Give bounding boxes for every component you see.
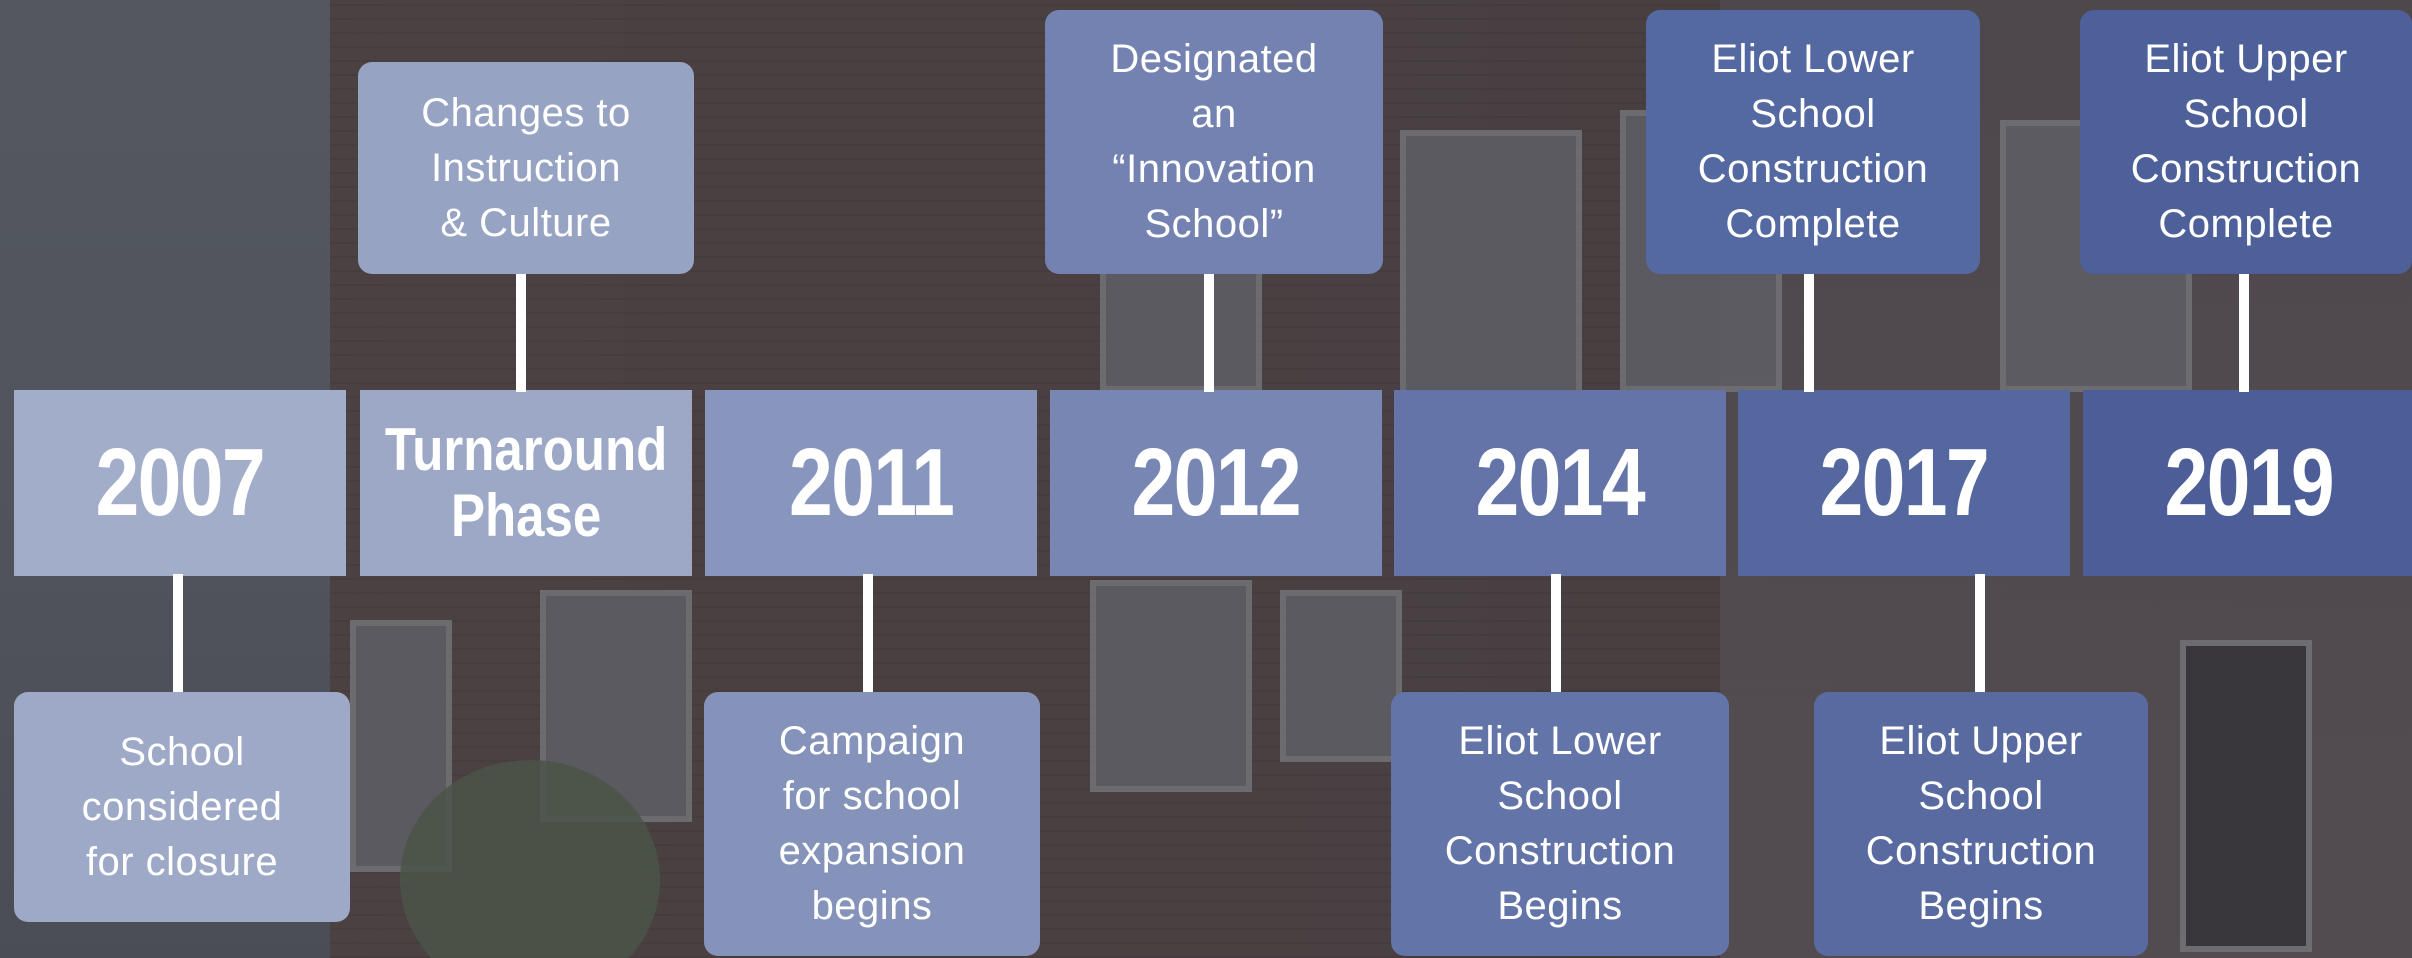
- timeline-phase-cell: Turnaround Phase: [360, 390, 692, 576]
- building-window: [1280, 590, 1402, 762]
- connector-line: [1551, 574, 1561, 696]
- year-label: 2012: [1131, 429, 1302, 536]
- timeline-year-cell: 2012: [1050, 390, 1382, 576]
- connector-line: [863, 574, 873, 696]
- milestone-box-above: Designated an “Innovation School”: [1045, 10, 1383, 274]
- phase-label: Turnaround Phase: [384, 416, 668, 549]
- connector-line: [1204, 272, 1214, 392]
- milestone-box-below: Campaign for school expansion begins: [704, 692, 1040, 956]
- building-window: [1090, 580, 1252, 792]
- timeline-year-cell: 2011: [705, 390, 1037, 576]
- connector-line: [1804, 272, 1814, 392]
- year-label: 2019: [2164, 429, 2335, 536]
- milestone-box-below: School considered for closure: [14, 692, 350, 922]
- tree-foliage: [400, 760, 660, 958]
- year-label: 2017: [1819, 429, 1990, 536]
- milestone-box-above: Eliot Lower School Construction Complete: [1646, 10, 1980, 274]
- building-doorway: [2180, 640, 2312, 952]
- connector-line: [2239, 272, 2249, 392]
- connector-line: [173, 574, 183, 696]
- connector-line: [1975, 574, 1985, 696]
- connector-line: [516, 272, 526, 392]
- timeline-year-cell: 2019: [2083, 390, 2412, 576]
- timeline-year-cell: 2007: [14, 390, 346, 576]
- year-label: 2014: [1475, 429, 1646, 536]
- milestone-box-below: Eliot Upper School Construction Begins: [1814, 692, 2148, 956]
- milestone-box-above: Changes to Instruction & Culture: [358, 62, 694, 274]
- year-label: 2007: [95, 429, 266, 536]
- timeline-year-cell: 2014: [1394, 390, 1726, 576]
- milestone-box-below: Eliot Lower School Construction Begins: [1391, 692, 1729, 956]
- milestone-box-above: Eliot Upper School Construction Complete: [2080, 10, 2412, 274]
- year-label: 2011: [788, 429, 955, 536]
- timeline-year-cell: 2017: [1738, 390, 2070, 576]
